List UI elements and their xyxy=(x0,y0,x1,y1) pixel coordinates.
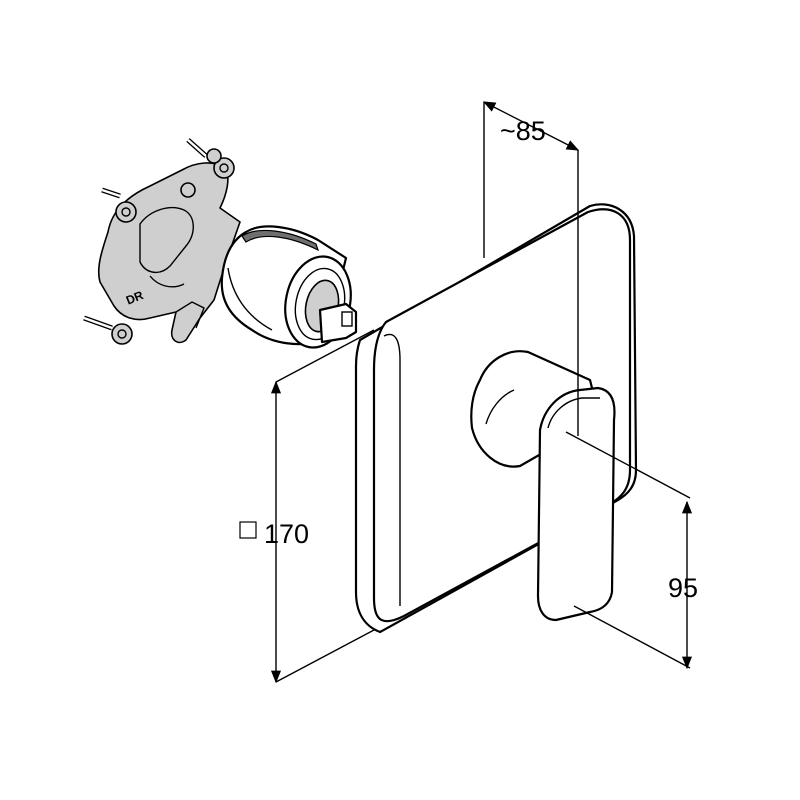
depth-dimension-label: ~85 xyxy=(500,116,546,146)
plate-size-dimension: 170 xyxy=(239,329,375,684)
rough-in-valve-body: DR xyxy=(83,138,358,349)
rough-in-marking: DR xyxy=(124,288,146,308)
mounting-pins xyxy=(83,138,208,331)
plate-size-dimension-label: 170 xyxy=(264,519,309,549)
valve-casting xyxy=(97,162,241,344)
lever-arm xyxy=(536,386,616,622)
lever-height-dimension-label: 95 xyxy=(668,573,698,603)
lever-height-dimension: 95 xyxy=(565,431,698,670)
spindle xyxy=(318,302,358,344)
depth-dimension: ~85 xyxy=(482,101,580,436)
lever-handle xyxy=(470,350,616,622)
square-icon xyxy=(239,521,257,539)
